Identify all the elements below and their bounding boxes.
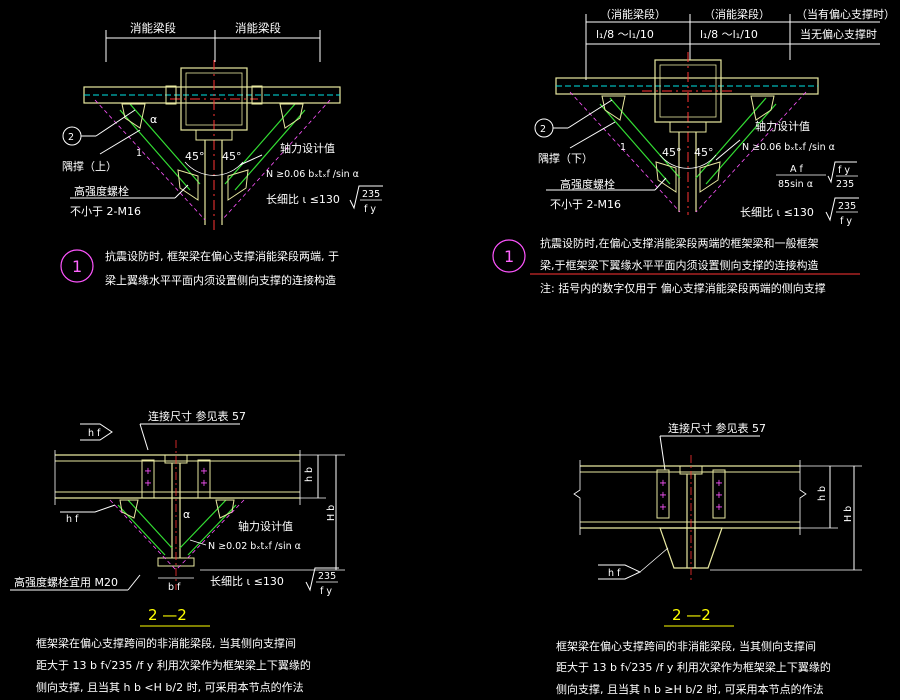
svg-text:+: + [200, 478, 208, 489]
svg-text:+: + [659, 490, 667, 501]
note-line-1: 框架梁在偏心支撑跨间的非消能梁段, 当其侧向支撑间 [556, 639, 816, 653]
conn-label: 连接尺寸 参见表 57 [668, 421, 766, 435]
dim-3: 当无偏心支撑时 [800, 27, 877, 41]
dim-top-2: （消能梁段） [704, 7, 770, 21]
bolt-spec: 不小于 2-M16 [70, 205, 141, 218]
mark-1: 1 [136, 148, 142, 159]
svg-text:+: + [144, 478, 152, 489]
section-title: 2 —2 [672, 606, 711, 624]
frac-den: 85sin α [778, 179, 813, 190]
axial-label: 轴力设计值 [755, 119, 810, 133]
sqrt-fy: f y [838, 165, 850, 176]
sqrt-235: 235 [836, 179, 854, 190]
bf-label: b f [168, 582, 181, 593]
dim-1: l₁/8 ～l₁/10 [596, 28, 654, 41]
note-line-1: 抗震设防时, 框架梁在偏心支撑消能梁段两端, 于 [105, 249, 339, 263]
Hb-label: H b [843, 506, 854, 522]
note-line-1: 抗震设防时,在偏心支撑消能梁段两端的框架梁和一般框架 [540, 236, 819, 250]
note-num: 1 [72, 257, 82, 276]
note-num: 1 [504, 247, 514, 266]
svg-text:+: + [144, 466, 152, 477]
axial-label: 轴力设计值 [238, 519, 293, 533]
svg-text:+: + [715, 502, 723, 513]
dim-top-1: （消能梁段） [600, 7, 666, 21]
top-left-detail: 消能梁段 消能梁段 2 隅撑（上） [60, 21, 383, 287]
note-line-3: 侧向支撑, 且当其 h b <H b/2 时, 可采用本节点的作法 [36, 680, 304, 694]
h-label-top: h f [88, 428, 101, 439]
sqrt-num: 235 [318, 571, 336, 582]
bracing-label: 隅撑（上） [62, 159, 117, 173]
hb-label: h b [304, 467, 315, 482]
sqrt-den: f y [364, 204, 376, 215]
note-line-2: 梁上翼缘水平平面内须设置侧向支撑的连接构造 [105, 273, 336, 287]
svg-text:+: + [715, 478, 723, 489]
top-right-detail: （消能梁段） （消能梁段） （当有偏心支撑时） l₁/8 ～l₁/10 l₁/8… [492, 7, 895, 295]
svg-text:+: + [659, 502, 667, 513]
bottom-left-detail: 连接尺寸 参见表 57 h f + + + + α [10, 409, 345, 694]
bracing-label: 隅撑（下） [538, 151, 593, 165]
conn-label: 连接尺寸 参见表 57 [148, 409, 246, 423]
h-label-side: h f [66, 514, 79, 525]
hb-label: h b [817, 486, 828, 501]
axial-formula: N ≥0.06 bₓtₓf /sin α [742, 142, 835, 153]
alpha: α [183, 508, 190, 521]
bolt-label: 高强度螺栓宜用 M20 [14, 575, 118, 589]
svg-text:+: + [200, 466, 208, 477]
note-line-2: 距大于 13 b f√235 /f y 利用次梁作为框架梁上下翼缘的 [556, 660, 831, 674]
Hb-label: H b [326, 505, 337, 521]
note-line-3: 注: 括号内的数字仅用于 偏心支撑消能梁段两端的侧向支撑 [540, 281, 826, 295]
angle-45-b: 45° [222, 150, 242, 163]
hf-label: h f [608, 568, 621, 579]
dim-left-label: 消能梁段 [130, 21, 176, 35]
sqrt-den: f y [840, 216, 852, 227]
mark-1: 1 [620, 142, 626, 153]
angle-45-a: 45° [662, 146, 682, 159]
slender-label: 长细比 ι ≤130 [266, 193, 340, 206]
bolt-label: 高强度螺栓 [74, 184, 129, 198]
note-line-3: 侧向支撑, 且当其 h b ≥H b/2 时, 可采用本节点的作法 [556, 682, 824, 696]
note-line-1: 框架梁在偏心支撑跨间的非消能梁段, 当其侧向支撑间 [36, 636, 296, 650]
slender-label: 长细比 ι ≤130 [210, 575, 284, 588]
slender-label: 长细比 ι ≤130 [740, 206, 814, 219]
dim-2: l₁/8 ～l₁/10 [700, 28, 758, 41]
dim-top-3: （当有偏心支撑时） [796, 7, 895, 21]
callout-2: 2 [540, 124, 546, 135]
sqrt-den: f y [320, 586, 332, 597]
angle-45-a: 45° [185, 150, 205, 163]
axial-label: 轴力设计值 [280, 141, 335, 155]
section-title: 2 —2 [148, 606, 187, 624]
angle-45-b: 45° [694, 146, 714, 159]
bolt-spec: 不小于 2-M16 [550, 198, 621, 211]
sqrt-num: 235 [838, 201, 856, 212]
svg-text:+: + [659, 478, 667, 489]
sqrt-num: 235 [362, 189, 380, 200]
angle-alpha: α [150, 113, 157, 126]
axial-formula: N ≥0.02 bₓtₓf /sin α [208, 541, 301, 552]
svg-text:+: + [715, 490, 723, 501]
bolt-label: 高强度螺栓 [560, 177, 615, 191]
callout-2: 2 [68, 132, 74, 143]
frac-num: A f [790, 164, 804, 175]
axial-formula: N ≥0.06 bₓtₓf /sin α [266, 169, 359, 180]
note-line-2: 梁,于框架梁下翼缘水平平面内须设置侧向支撑的连接构造 [540, 258, 819, 272]
note-line-2: 距大于 13 b f√235 /f y 利用次梁作为框架梁上下翼缘的 [36, 658, 311, 672]
dim-right-label: 消能梁段 [235, 21, 281, 35]
bottom-right-detail: 连接尺寸 参见表 57 + + + + + + h b H b [556, 421, 862, 696]
